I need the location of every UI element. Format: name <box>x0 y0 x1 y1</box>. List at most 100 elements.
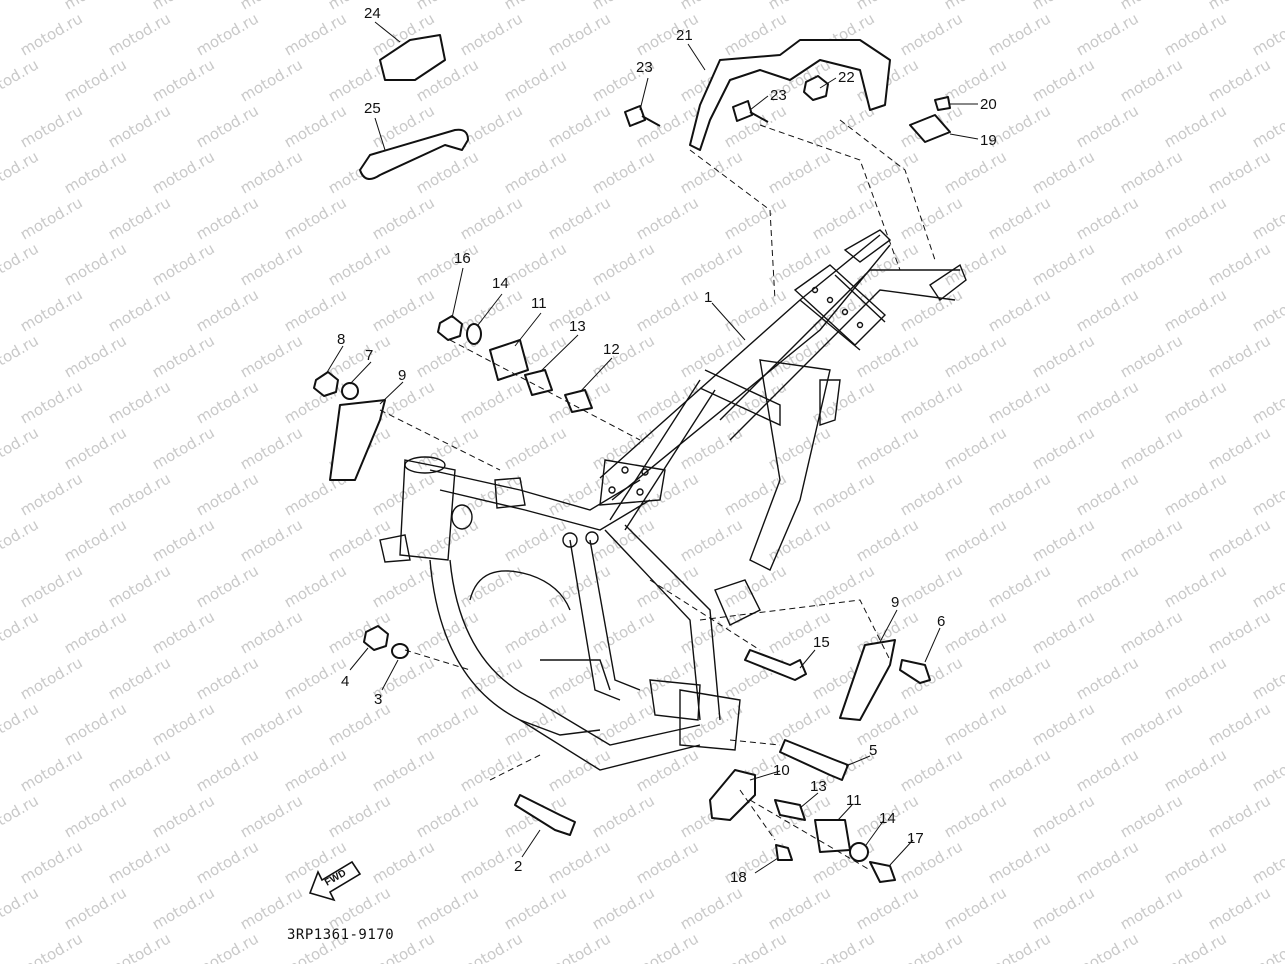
watermark-text: motod.ru <box>17 469 86 519</box>
part-12-bolt <box>564 389 593 413</box>
callout-18: 18 <box>730 869 747 886</box>
watermark-text: motod.ru <box>941 147 1010 197</box>
watermark-text: motod.ru <box>545 929 614 964</box>
watermark-text: motod.ru <box>1249 9 1285 59</box>
watermark-text: motod.ru <box>105 745 174 795</box>
watermark-text: motod.ru <box>633 285 702 335</box>
watermark-text: motod.ru <box>1249 653 1285 703</box>
watermark-text: motod.ru <box>633 469 702 519</box>
part-22-nut <box>803 75 829 101</box>
watermark-text: motod.ru <box>105 837 174 887</box>
callout-13-b: 13 <box>810 778 827 795</box>
callout-20: 20 <box>980 96 997 113</box>
callout-14-a: 14 <box>492 275 509 292</box>
watermark-text: motod.ru <box>61 239 130 289</box>
part-3-washer <box>391 643 409 659</box>
watermark-text: motod.ru <box>369 561 438 611</box>
watermark-text: motod.ru <box>897 193 966 243</box>
watermark-text: motod.ru <box>105 193 174 243</box>
watermark-text: motod.ru <box>105 469 174 519</box>
part-24-pad <box>379 34 446 81</box>
watermark-text: motod.ru <box>281 285 350 335</box>
watermark-text: motod.ru <box>149 791 218 841</box>
watermark-text: motod.ru <box>589 239 658 289</box>
watermark-text: motod.ru <box>633 561 702 611</box>
watermark-text: motod.ru <box>545 745 614 795</box>
part-4-nut <box>363 625 389 651</box>
watermark-text: motod.ru <box>149 515 218 565</box>
watermark-text: motod.ru <box>17 837 86 887</box>
watermark-text: motod.ru <box>237 55 306 105</box>
part-13-collar-lower <box>774 799 806 821</box>
watermark-text: motod.ru <box>1029 423 1098 473</box>
watermark-text: motod.ru <box>1161 285 1230 335</box>
watermark-text: motod.ru <box>985 377 1054 427</box>
watermark-text: motod.ru <box>941 699 1010 749</box>
watermark-text: motod.ru <box>501 515 570 565</box>
watermark-text: motod.ru <box>369 837 438 887</box>
watermark-text: motod.ru <box>721 561 790 611</box>
watermark-text: motod.ru <box>237 515 306 565</box>
watermark-text: motod.ru <box>61 147 130 197</box>
watermark-text: motod.ru <box>1073 561 1142 611</box>
watermark-text: motod.ru <box>281 101 350 151</box>
part-2-bolt <box>514 794 576 836</box>
callout-7: 7 <box>365 347 373 364</box>
watermark-text: motod.ru <box>941 331 1010 381</box>
watermark-text: motod.ru <box>633 929 702 964</box>
watermark-text: motod.ru <box>0 0 42 13</box>
watermark-text: motod.ru <box>501 239 570 289</box>
watermark-text: motod.ru <box>985 193 1054 243</box>
watermark-text: motod.ru <box>1205 331 1274 381</box>
watermark-text: motod.ru <box>633 653 702 703</box>
watermark-text: motod.ru <box>193 377 262 427</box>
watermark-text: motod.ru <box>545 653 614 703</box>
watermark-text: motod.ru <box>1117 607 1186 657</box>
watermark-text: motod.ru <box>1073 101 1142 151</box>
watermark-text: motod.ru <box>61 331 130 381</box>
callout-13-a: 13 <box>569 318 586 335</box>
watermark-text: motod.ru <box>897 469 966 519</box>
watermark-text: motod.ru <box>413 699 482 749</box>
watermark-text: motod.ru <box>589 331 658 381</box>
watermark-text: motod.ru <box>589 883 658 933</box>
part-10-plate <box>709 769 756 821</box>
watermark-text: motod.ru <box>193 193 262 243</box>
watermark-text: motod.ru <box>897 9 966 59</box>
watermark-text: motod.ru <box>457 653 526 703</box>
watermark-text: motod.ru <box>457 377 526 427</box>
watermark-text: motod.ru <box>765 699 834 749</box>
watermark-text: motod.ru <box>1073 653 1142 703</box>
part-5-bolt <box>779 739 849 781</box>
watermark-text: motod.ru <box>0 331 42 381</box>
watermark-text: motod.ru <box>325 239 394 289</box>
watermark-text: motod.ru <box>1117 423 1186 473</box>
watermark-text: motod.ru <box>677 331 746 381</box>
watermark-text: motod.ru <box>721 285 790 335</box>
watermark-text: motod.ru <box>809 193 878 243</box>
watermark-text: motod.ru <box>1117 883 1186 933</box>
part-23-bolt-b <box>732 100 769 123</box>
watermark-text: motod.ru <box>1161 377 1230 427</box>
callout-23-a: 23 <box>636 59 653 76</box>
watermark-text: motod.ru <box>1029 55 1098 105</box>
watermark-text: motod.ru <box>765 331 834 381</box>
watermark-text: motod.ru <box>677 239 746 289</box>
watermark-text: motod.ru <box>105 561 174 611</box>
watermark-text: motod.ru <box>897 377 966 427</box>
watermark-text: motod.ru <box>1029 147 1098 197</box>
watermark-text: motod.ru <box>193 469 262 519</box>
watermark-text: motod.ru <box>633 377 702 427</box>
callout-8: 8 <box>337 331 345 348</box>
watermark-text: motod.ru <box>149 55 218 105</box>
watermark-text: motod.ru <box>61 699 130 749</box>
watermark-text: motod.ru <box>1205 791 1274 841</box>
watermark-text: motod.ru <box>1117 239 1186 289</box>
watermark-text: motod.ru <box>0 883 42 933</box>
watermark-text: motod.ru <box>105 285 174 335</box>
watermark-text: motod.ru <box>0 423 42 473</box>
watermark-text: motod.ru <box>1249 377 1285 427</box>
callout-2: 2 <box>514 858 522 875</box>
watermark-text: motod.ru <box>17 285 86 335</box>
callout-16: 16 <box>454 250 471 267</box>
